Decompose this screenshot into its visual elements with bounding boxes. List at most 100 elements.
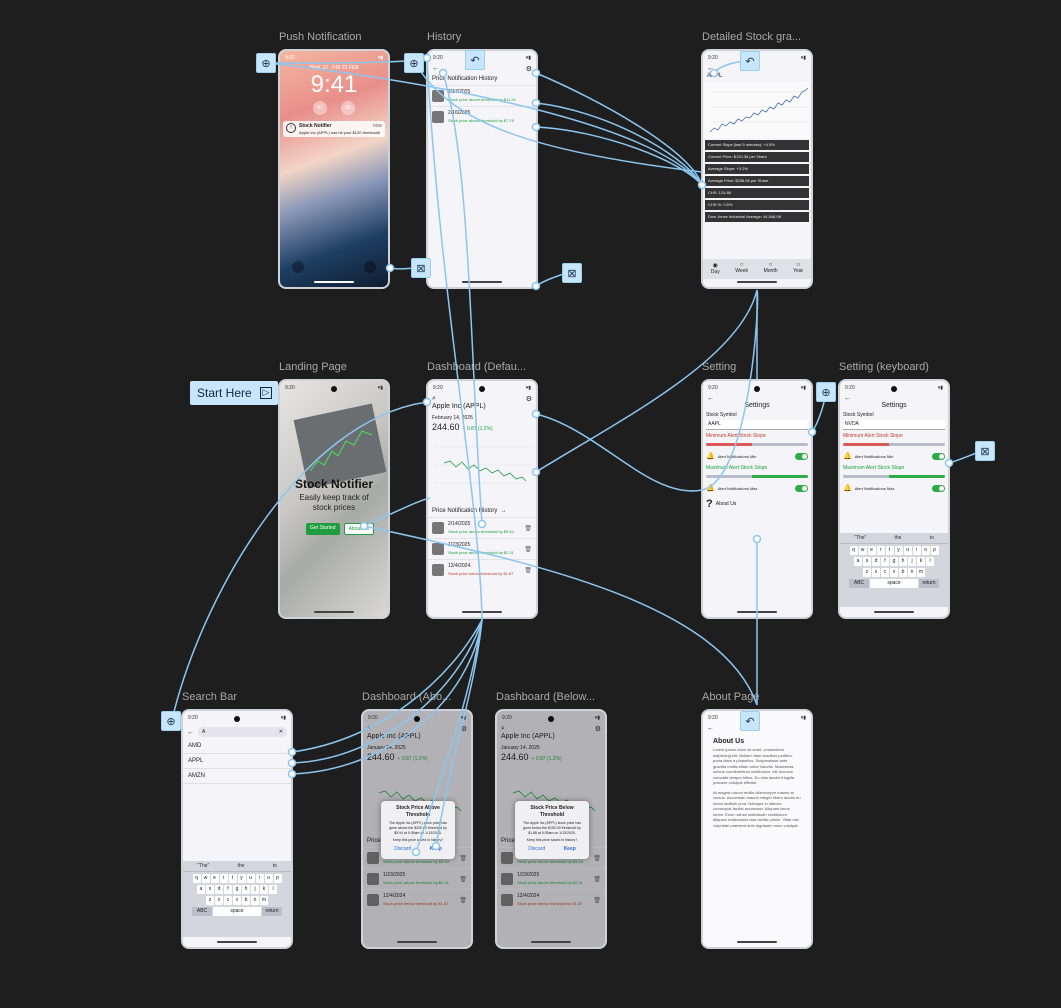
suggestion[interactable]: the	[237, 863, 245, 869]
key-i[interactable]: i	[255, 874, 264, 883]
threshold-dialog[interactable]: Stock Price Below Threshold The Apple In…	[515, 801, 589, 859]
arrow-right-icon[interactable]: →	[500, 508, 507, 514]
history-header[interactable]: Price Notification History	[432, 508, 498, 514]
key-b[interactable]: b	[242, 896, 250, 905]
key-l[interactable]: l	[926, 557, 934, 566]
key-c[interactable]: c	[224, 896, 232, 905]
key-k[interactable]: k	[260, 885, 268, 894]
key-t[interactable]: t	[228, 874, 237, 883]
trash-icon[interactable]: 🗑	[524, 567, 532, 574]
back-arrow-icon[interactable]: ←	[844, 395, 851, 402]
back-arrow-icon[interactable]: ←	[432, 65, 439, 72]
search-input[interactable]: A ✕	[198, 727, 287, 737]
key-u[interactable]: u	[903, 546, 912, 555]
key-g[interactable]: g	[890, 557, 898, 566]
clear-icon[interactable]: ✕	[278, 728, 283, 735]
key-b[interactable]: b	[899, 568, 907, 577]
key-j[interactable]: j	[251, 885, 259, 894]
key-abc[interactable]: ABC	[849, 579, 869, 588]
discard-button[interactable]: Discard	[528, 846, 546, 852]
key-space[interactable]: space	[213, 907, 261, 916]
tap-trigger-icon[interactable]: ⊕	[816, 382, 836, 402]
gear-icon[interactable]: ⚙	[525, 66, 532, 73]
trash-icon[interactable]: 🗑	[593, 897, 601, 904]
symbol-input[interactable]: AAPL	[706, 420, 808, 430]
tap-trigger-icon[interactable]: ⊕	[404, 53, 424, 73]
back-arrow-icon[interactable]: ←	[707, 725, 714, 732]
key-k[interactable]: k	[917, 557, 925, 566]
suggestion[interactable]: the	[894, 535, 902, 541]
search-result[interactable]: AMZN	[183, 769, 291, 784]
key-e[interactable]: e	[210, 874, 219, 883]
suggestion[interactable]: "The"	[197, 863, 210, 869]
key-h[interactable]: h	[899, 557, 907, 566]
range-year-radio[interactable]: ○Year	[793, 262, 804, 274]
flashlight-icon[interactable]	[292, 261, 304, 273]
key-m[interactable]: m	[260, 896, 268, 905]
range-week-radio[interactable]: ○Week	[735, 262, 748, 274]
trash-icon[interactable]: 🗑	[459, 876, 467, 883]
key-return[interactable]: return	[919, 579, 939, 588]
key-z[interactable]: z	[206, 896, 214, 905]
suggestion[interactable]: to	[929, 535, 934, 541]
back-arrow-icon[interactable]: ←	[707, 65, 714, 72]
max-slope-slider[interactable]	[843, 475, 945, 478]
about-link[interactable]: About Us	[715, 500, 737, 507]
range-month-radio[interactable]: ○Month	[763, 262, 778, 274]
max-slope-slider[interactable]	[706, 475, 808, 478]
push-notification-card[interactable]: ! Stock Notifier now Apple Inc (APPL) ha…	[283, 121, 385, 137]
key-q[interactable]: q	[192, 874, 201, 883]
tap-trigger-icon[interactable]: ⊕	[161, 711, 181, 731]
key-y[interactable]: y	[237, 874, 246, 883]
key-r[interactable]: r	[219, 874, 228, 883]
get-started-button[interactable]: Get Started	[306, 523, 340, 535]
back-action-icon[interactable]: ↶	[740, 711, 760, 731]
key-e[interactable]: e	[867, 546, 876, 555]
key-l[interactable]: l	[269, 885, 277, 894]
key-a[interactable]: a	[854, 557, 862, 566]
range-day-radio[interactable]: ◉Day	[710, 263, 720, 275]
key-o[interactable]: o	[921, 546, 930, 555]
push-notification-screen[interactable]: 9:20▾▮ Wed, 22 · FRI 23 FEB 9:41 67 65 !…	[278, 49, 390, 289]
key-s[interactable]: s	[206, 885, 214, 894]
close-overlay-icon[interactable]: ⊠	[411, 258, 431, 278]
keyboard-suggestions[interactable]: "The" the to	[840, 533, 948, 544]
close-overlay-icon[interactable]: ⊠	[562, 263, 582, 283]
key-h[interactable]: h	[242, 885, 250, 894]
alert-max-toggle[interactable]	[795, 484, 808, 492]
min-slope-slider[interactable]	[706, 443, 808, 446]
key-v[interactable]: v	[233, 896, 241, 905]
search-result[interactable]: APPL	[183, 754, 291, 769]
min-slope-slider[interactable]	[843, 443, 945, 446]
back-action-icon[interactable]: ↶	[740, 51, 760, 71]
key-f[interactable]: f	[881, 557, 889, 566]
alert-min-toggle[interactable]	[932, 452, 945, 460]
keep-button[interactable]: Keep	[563, 846, 576, 852]
detailed-price-graph[interactable]	[704, 82, 810, 138]
trash-icon[interactable]: 🗑	[593, 855, 601, 862]
key-w[interactable]: w	[201, 874, 210, 883]
suggestion[interactable]: to	[272, 863, 277, 869]
key-x[interactable]: x	[215, 896, 223, 905]
key-p[interactable]: p	[273, 874, 282, 883]
about-us-button[interactable]: About Us	[343, 523, 375, 535]
discard-button[interactable]: Discard	[394, 846, 412, 852]
key-f[interactable]: f	[224, 885, 232, 894]
key-p[interactable]: p	[930, 546, 939, 555]
key-j[interactable]: j	[908, 557, 916, 566]
key-s[interactable]: s	[863, 557, 871, 566]
back-arrow-icon[interactable]: ←	[707, 395, 714, 402]
keyboard-suggestions[interactable]: "The" the to	[183, 861, 291, 872]
help-icon[interactable]: ?	[706, 498, 713, 510]
key-x[interactable]: x	[872, 568, 880, 577]
search-icon[interactable]: ⌕	[501, 725, 505, 732]
key-return[interactable]: return	[262, 907, 282, 916]
back-arrow-icon[interactable]: ←	[187, 728, 194, 736]
